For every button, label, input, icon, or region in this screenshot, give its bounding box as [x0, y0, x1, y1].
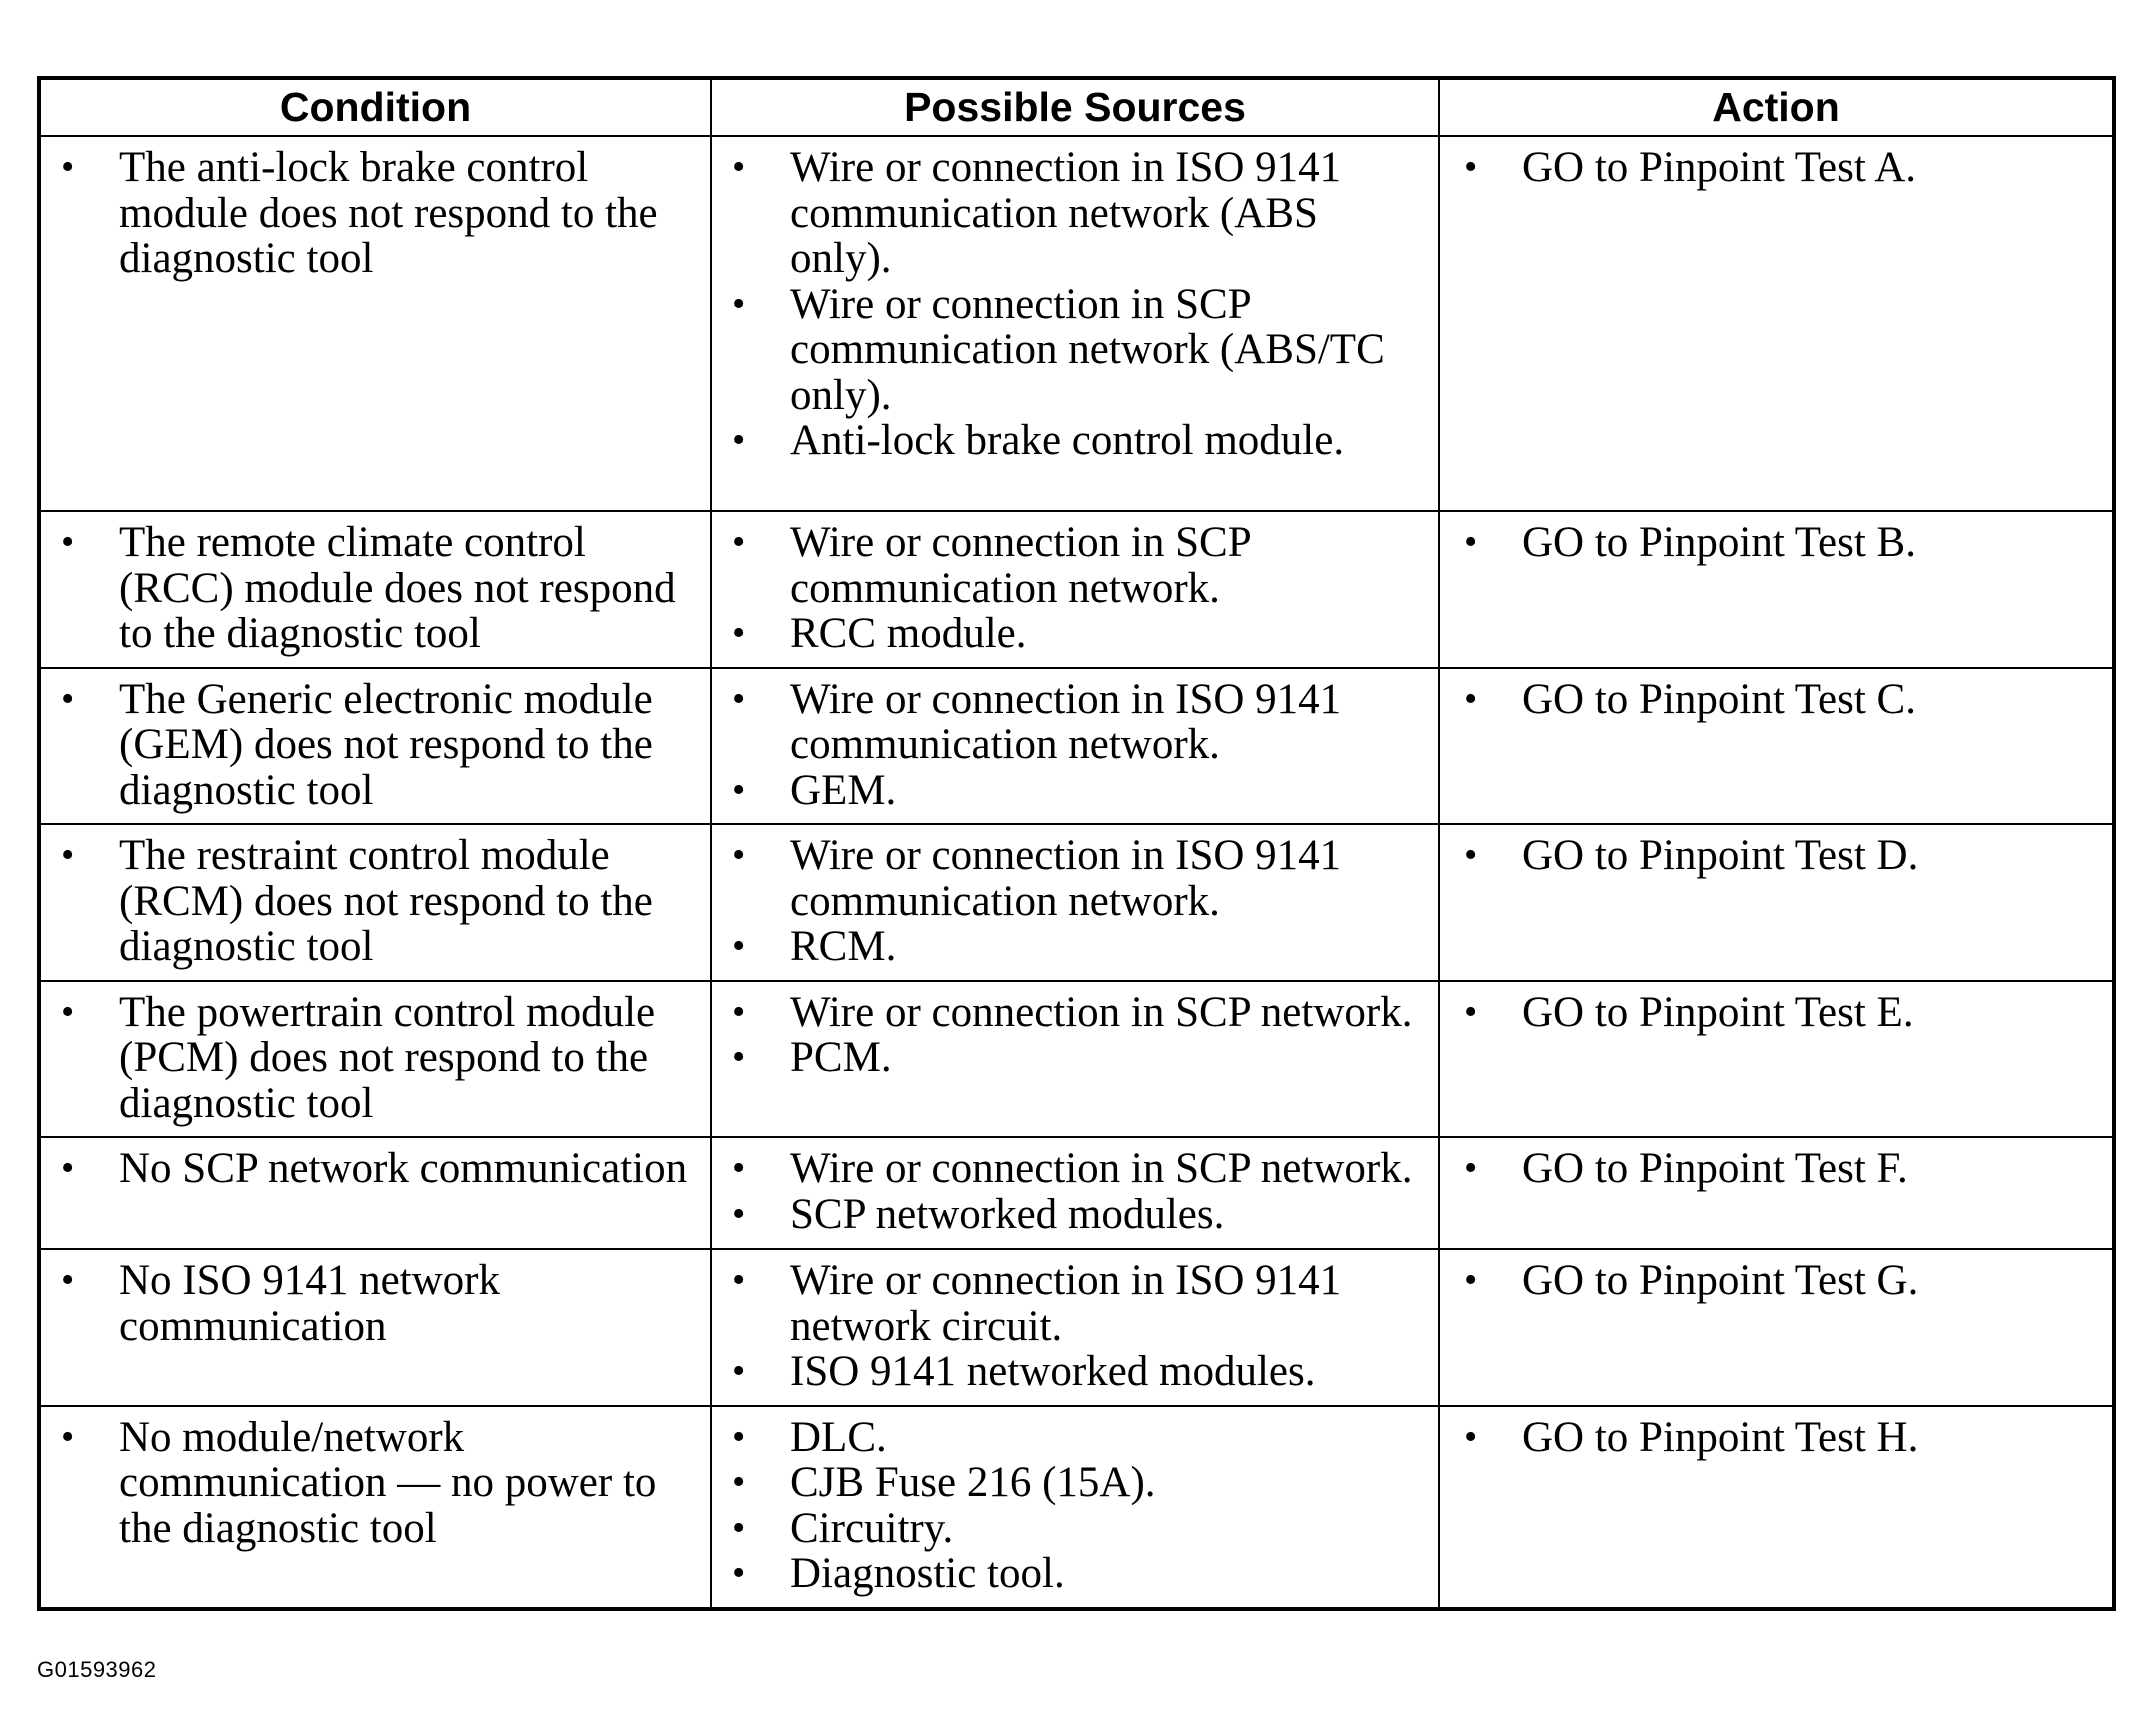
action-cell: GO to Pinpoint Test G.	[1438, 1248, 2115, 1407]
possible-sources-cell: Wire or connection in ISO 9141 communica…	[710, 823, 1440, 982]
condition-text: The restraint control module (RCM) does …	[59, 833, 690, 970]
possible-source-item: Circuitry.	[730, 1505, 1418, 1552]
action-list: GO to Pinpoint Test C.	[1462, 676, 2092, 723]
table-header: Condition Possible Sources Action	[38, 77, 2115, 137]
condition-list: No SCP network communication	[59, 1146, 690, 1192]
condition-list: No ISO 9141 network communication	[59, 1258, 690, 1349]
possible-sources-list: DLC.CJB Fuse 216 (15A).Circuitry.Diagnos…	[730, 1414, 1418, 1597]
action-cell: GO to Pinpoint Test B.	[1438, 510, 2115, 669]
condition-cell: No module/network communication — no pow…	[38, 1404, 712, 1610]
condition-list: No module/network communication — no pow…	[59, 1414, 690, 1552]
action-text: GO to Pinpoint Test G.	[1462, 1258, 2092, 1304]
action-list: GO to Pinpoint Test D.	[1462, 833, 2092, 879]
possible-source-item: PCM.	[730, 1035, 1418, 1081]
table-row: The Generic electronic module (GEM) does…	[38, 666, 2115, 825]
condition-cell: The restraint control module (RCM) does …	[38, 823, 712, 982]
condition-text: No ISO 9141 network communication	[59, 1258, 690, 1349]
possible-source-item: ISO 9141 networked modules.	[730, 1349, 1418, 1395]
possible-source-item: CJB Fuse 216 (15A).	[730, 1460, 1418, 1506]
possible-source-item: Wire or connection in SCP communication …	[730, 281, 1418, 419]
possible-source-item: Wire or connection in ISO 9141 communica…	[730, 145, 1418, 282]
table-row: The powertrain control module (PCM) does…	[38, 979, 2115, 1138]
possible-source-item: Wire or connection in SCP communication …	[730, 520, 1418, 611]
possible-sources-list: Wire or connection in ISO 9141 network c…	[730, 1258, 1418, 1395]
action-cell: GO to Pinpoint Test E.	[1438, 979, 2115, 1138]
action-cell: GO to Pinpoint Test A.	[1438, 135, 2115, 512]
table-row: The anti-lock brake control module does …	[38, 135, 2115, 512]
condition-list: The powertrain control module (PCM) does…	[59, 989, 690, 1127]
condition-list: The restraint control module (RCM) does …	[59, 833, 690, 970]
header-condition: Condition	[38, 77, 712, 137]
action-cell: GO to Pinpoint Test F.	[1438, 1136, 2115, 1250]
possible-source-item: Diagnostic tool.	[730, 1551, 1418, 1597]
possible-sources-cell: Wire or connection in SCP network.PCM.	[710, 979, 1440, 1138]
condition-cell: The remote climate control (RCC) module …	[38, 510, 712, 669]
action-text: GO to Pinpoint Test E.	[1462, 989, 2092, 1036]
table-body: The anti-lock brake control module does …	[38, 135, 2115, 1610]
header-action: Action	[1438, 77, 2115, 137]
condition-cell: The anti-lock brake control module does …	[38, 135, 712, 512]
action-text: GO to Pinpoint Test F.	[1462, 1146, 2092, 1192]
action-list: GO to Pinpoint Test A.	[1462, 145, 2092, 191]
action-list: GO to Pinpoint Test F.	[1462, 1146, 2092, 1192]
action-cell: GO to Pinpoint Test D.	[1438, 823, 2115, 982]
condition-cell: The Generic electronic module (GEM) does…	[38, 666, 712, 825]
possible-sources-cell: DLC.CJB Fuse 216 (15A).Circuitry.Diagnos…	[710, 1404, 1440, 1610]
condition-text: The remote climate control (RCC) module …	[59, 520, 690, 657]
symptom-chart-table: Condition Possible Sources Action The an…	[37, 76, 2116, 1611]
condition-text: The powertrain control module (PCM) does…	[59, 989, 690, 1127]
possible-source-item: DLC.	[730, 1414, 1418, 1461]
possible-sources-list: Wire or connection in ISO 9141 communica…	[730, 833, 1418, 970]
action-list: GO to Pinpoint Test H.	[1462, 1414, 2092, 1461]
condition-list: The anti-lock brake control module does …	[59, 145, 690, 282]
action-list: GO to Pinpoint Test B.	[1462, 520, 2092, 566]
possible-source-item: SCP networked modules.	[730, 1191, 1418, 1238]
condition-list: The Generic electronic module (GEM) does…	[59, 676, 690, 814]
possible-sources-cell: Wire or connection in SCP communication …	[710, 510, 1440, 669]
condition-list: The remote climate control (RCC) module …	[59, 520, 690, 657]
possible-source-item: RCC module.	[730, 611, 1418, 657]
possible-sources-cell: Wire or connection in SCP network.SCP ne…	[710, 1136, 1440, 1250]
possible-sources-cell: Wire or connection in ISO 9141 communica…	[710, 135, 1440, 512]
header-row: Condition Possible Sources Action	[38, 77, 2115, 137]
condition-cell: No ISO 9141 network communication	[38, 1248, 712, 1407]
figure-id: G01593962	[37, 1657, 157, 1682]
action-text: GO to Pinpoint Test B.	[1462, 520, 2092, 566]
action-text: GO to Pinpoint Test H.	[1462, 1414, 2092, 1461]
possible-sources-list: Wire or connection in SCP communication …	[730, 520, 1418, 657]
condition-cell: No SCP network communication	[38, 1136, 712, 1250]
table-row: No ISO 9141 network communication Wire or…	[38, 1248, 2115, 1407]
possible-sources-cell: Wire or connection in ISO 9141 communica…	[710, 666, 1440, 825]
table-row: The remote climate control (RCC) module …	[38, 510, 2115, 669]
possible-source-item: RCM.	[730, 924, 1418, 970]
table-row: No module/network communication — no pow…	[38, 1404, 2115, 1610]
possible-sources-cell: Wire or connection in ISO 9141 network c…	[710, 1248, 1440, 1407]
possible-source-item: GEM.	[730, 767, 1418, 814]
table-row: No SCP network communication Wire or conn…	[38, 1136, 2115, 1250]
condition-text: No SCP network communication	[59, 1146, 690, 1192]
table-row: The restraint control module (RCM) does …	[38, 823, 2115, 982]
possible-sources-list: Wire or connection in SCP network.SCP ne…	[730, 1146, 1418, 1237]
possible-source-item: Wire or connection in ISO 9141 communica…	[730, 833, 1418, 924]
possible-source-item: Wire or connection in SCP network.	[730, 989, 1418, 1036]
action-text: GO to Pinpoint Test A.	[1462, 145, 2092, 191]
possible-source-item: Wire or connection in ISO 9141 network c…	[730, 1258, 1418, 1349]
condition-cell: The powertrain control module (PCM) does…	[38, 979, 712, 1138]
possible-sources-list: Wire or connection in SCP network.PCM.	[730, 989, 1418, 1081]
action-cell: GO to Pinpoint Test C.	[1438, 666, 2115, 825]
action-list: GO to Pinpoint Test E.	[1462, 989, 2092, 1036]
condition-text: The Generic electronic module (GEM) does…	[59, 676, 690, 814]
possible-sources-list: Wire or connection in ISO 9141 communica…	[730, 676, 1418, 814]
header-possible-sources: Possible Sources	[710, 77, 1440, 137]
action-text: GO to Pinpoint Test C.	[1462, 676, 2092, 723]
possible-source-item: Anti-lock brake control module.	[730, 418, 1418, 464]
condition-text: The anti-lock brake control module does …	[59, 145, 690, 282]
action-list: GO to Pinpoint Test G.	[1462, 1258, 2092, 1304]
action-cell: GO to Pinpoint Test H.	[1438, 1404, 2115, 1610]
condition-text: No module/network communication — no pow…	[59, 1414, 690, 1552]
possible-source-item: Wire or connection in SCP network.	[730, 1146, 1418, 1192]
action-text: GO to Pinpoint Test D.	[1462, 833, 2092, 879]
possible-source-item: Wire or connection in ISO 9141 communica…	[730, 676, 1418, 768]
possible-sources-list: Wire or connection in ISO 9141 communica…	[730, 145, 1418, 464]
